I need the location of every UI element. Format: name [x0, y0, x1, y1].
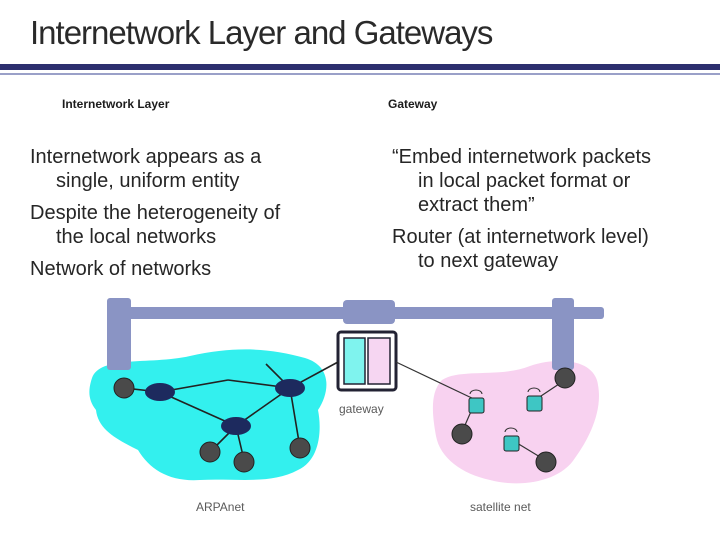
satellite-node-icon [526, 387, 543, 412]
satellite-net-label: satellite net [470, 500, 531, 514]
slide-title: Internetwork Layer and Gateways [30, 14, 493, 51]
host-icon [535, 451, 557, 473]
gateway-mount [343, 300, 395, 324]
arpanet-label: ARPAnet [196, 500, 244, 514]
bullet-item: Despite the heterogeneity of the local n… [30, 201, 360, 249]
router-icon [145, 383, 175, 401]
host-icon [554, 367, 576, 389]
right-bullet-list: “Embed internetwork packets in local pac… [392, 145, 712, 281]
left-bullet-list: Internetwork appears as a single, unifor… [30, 145, 360, 289]
router-icon [275, 379, 305, 397]
bullet-line: Internetwork appears as a [30, 146, 262, 168]
arpanet-label-text: ARPAnet [196, 500, 245, 514]
bullet-line: to next gateway [418, 250, 559, 272]
bullet-item: “Embed internetwork packets in local pac… [392, 145, 712, 217]
left-column-heading: Internetwork Layer [62, 97, 170, 111]
satellite-node-icon [503, 427, 520, 452]
host-icon [113, 377, 135, 399]
router-icon [221, 417, 251, 435]
host-icon [289, 437, 311, 459]
bullet-line: Network of networks [30, 258, 212, 280]
bullet-line: extract them” [418, 194, 535, 216]
host-icon [451, 423, 473, 445]
arpanet-region [89, 349, 327, 481]
left-drop [107, 298, 131, 370]
bullet-line: Despite the heterogeneity of [30, 202, 281, 224]
bullet-line: in local packet format or [418, 170, 631, 192]
bullet-line: “Embed internetwork packets [392, 146, 652, 168]
bullet-line: Router (at internetwork level) [392, 226, 649, 248]
bullet-item: Network of networks [30, 257, 360, 281]
title-rule [0, 64, 720, 70]
gateway-icon [336, 330, 398, 392]
bullet-item: Router (at internetwork level) to next g… [392, 225, 712, 273]
right-drop [552, 298, 574, 370]
title-rule-thin [0, 73, 720, 75]
gateway-label: gateway [339, 402, 384, 416]
satellite-node-icon [468, 389, 485, 414]
right-column-heading: Gateway [388, 97, 438, 111]
host-icon [233, 451, 255, 473]
satellite-net-region [432, 360, 599, 484]
bullet-line: the local networks [56, 226, 217, 248]
host-icon [199, 441, 221, 463]
bullet-item: Internetwork appears as a single, unifor… [30, 145, 360, 193]
bullet-line: single, uniform entity [56, 170, 240, 192]
